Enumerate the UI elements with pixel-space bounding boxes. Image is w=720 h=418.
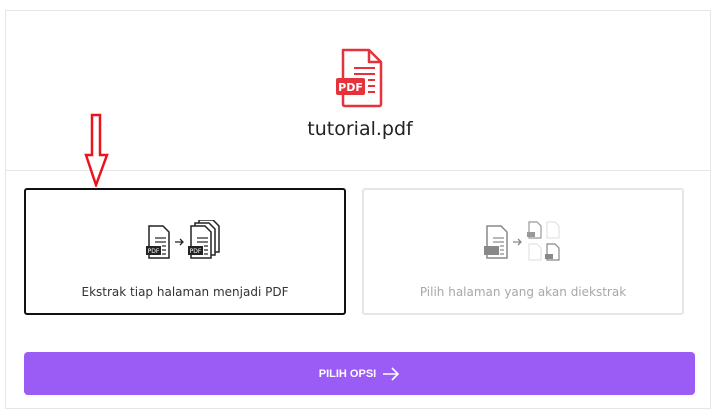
file-name: tutorial.pdf (307, 118, 413, 140)
choose-option-button[interactable]: PILIH OPSI (24, 352, 695, 395)
divider (6, 170, 710, 171)
option-extract-all-pages[interactable]: PDF PDF Ekstrak tiap halaman menjadi PDF (24, 188, 346, 315)
svg-text:PDF: PDF (190, 248, 202, 255)
split-all-pages-icon: PDF PDF (146, 220, 220, 259)
annotation-down-arrow-icon (84, 113, 109, 187)
select-pages-icon (484, 221, 560, 261)
option-label: Pilih halaman yang akan diekstrak (419, 285, 627, 299)
pdf-file-icon: PDF (336, 48, 383, 108)
option-label: Ekstrak tiap halaman menjadi PDF (81, 285, 289, 299)
svg-text:PDF: PDF (338, 81, 363, 94)
svg-text:PDF: PDF (148, 248, 160, 255)
arrow-right-icon (383, 366, 400, 381)
option-select-pages[interactable]: Pilih halaman yang akan diekstrak (362, 188, 684, 315)
button-label: PILIH OPSI (318, 367, 377, 380)
